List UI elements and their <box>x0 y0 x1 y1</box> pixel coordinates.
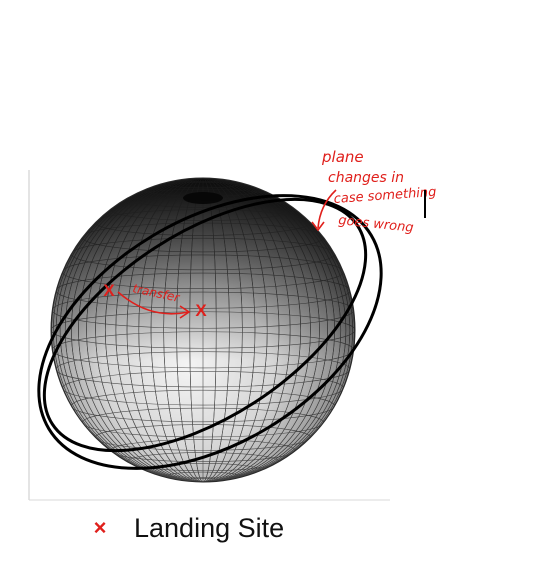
plane-change-note: plane changes in case something goes wro… <box>321 148 437 236</box>
longitude-line <box>53 178 353 482</box>
orbit-path-inner <box>42 197 368 453</box>
note-line-3: case something <box>333 185 437 207</box>
legend: × Landing Site <box>88 508 285 548</box>
longitude-line <box>59 178 347 482</box>
longitude-line <box>78 178 328 482</box>
longitude-line <box>51 178 355 482</box>
longitude-line <box>64 178 342 482</box>
note-line-2: changes in <box>328 170 404 186</box>
transfer-arrowhead <box>179 305 191 319</box>
transfer-arrow <box>117 291 189 315</box>
longitude-line <box>115 178 291 482</box>
landing-site-marker-1: X <box>103 281 115 300</box>
latitude-line <box>51 311 355 349</box>
longitude-line <box>189 178 217 482</box>
note-arrowhead <box>311 221 325 232</box>
longitude-line <box>95 178 311 482</box>
note-arrow <box>317 189 337 229</box>
longitude-line <box>86 178 320 482</box>
note-line-4: goes wrong <box>338 213 415 236</box>
longitude-line <box>163 178 243 482</box>
longitude-line <box>104 178 302 482</box>
orbit-path-outer <box>37 194 383 470</box>
longitude-line <box>126 178 280 482</box>
longitude-line <box>150 178 256 482</box>
note-line-1: plane <box>321 148 364 166</box>
longitude-line <box>138 178 268 482</box>
legend-marker-icon: × <box>93 515 107 540</box>
legend-label: Landing Site <box>134 512 285 543</box>
longitude-line <box>176 178 230 482</box>
landing-site-marker-2: X <box>195 301 207 320</box>
